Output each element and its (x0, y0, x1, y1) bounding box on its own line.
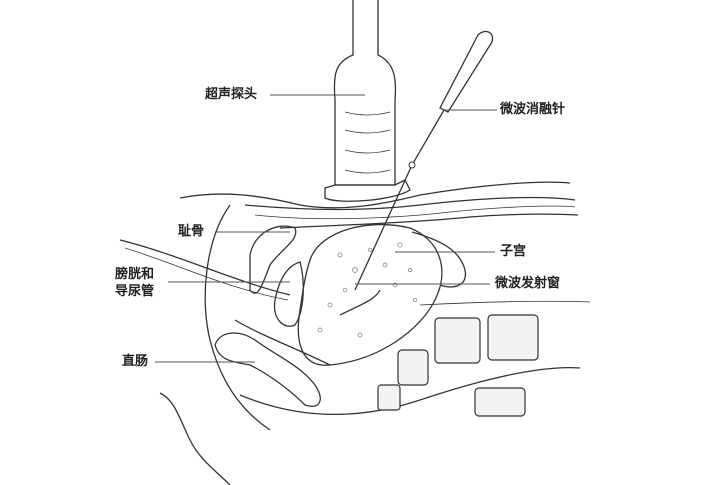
label-rectum: 直肠 (122, 354, 149, 369)
label-ablation-needle: 微波消融针 (500, 102, 566, 117)
rectum (214, 332, 321, 407)
back-outline (159, 392, 231, 485)
label-bladder-line1: 膀胱和 (115, 267, 155, 282)
uterine-cavity (339, 289, 381, 316)
vagina-wall (234, 319, 331, 366)
abdominal-wall-inner (244, 196, 576, 211)
vertebrae (377, 314, 539, 417)
ablation-needle-handle (439, 30, 494, 113)
ultrasound-probe (333, 0, 397, 186)
pelvic-floor-outline (204, 204, 271, 431)
peritoneum-line (279, 213, 579, 229)
lumbar-line (419, 300, 591, 306)
uterus-texture (317, 242, 418, 338)
sacrum-outline (239, 366, 581, 416)
uterus (297, 223, 443, 366)
label-uterus: 子宫 (500, 244, 527, 259)
pubic-bone (249, 225, 297, 294)
label-ultrasound-probe: 超声探头 (205, 87, 258, 102)
catheter (119, 239, 291, 296)
catheter-inner (124, 247, 289, 301)
fallopian-tube (411, 231, 467, 288)
label-emission-window: 微波发射窗 (495, 276, 561, 291)
probe-bracket (324, 179, 411, 202)
abdominal-fat-layer (254, 205, 576, 220)
bladder (273, 261, 304, 327)
abdominal-skin-outline (179, 181, 571, 209)
needle-connector (408, 161, 416, 169)
label-bladder-line2: 导尿管 (115, 284, 155, 299)
label-pubic-bone: 耻骨 (178, 224, 205, 239)
probe-grip-lines (344, 111, 391, 174)
